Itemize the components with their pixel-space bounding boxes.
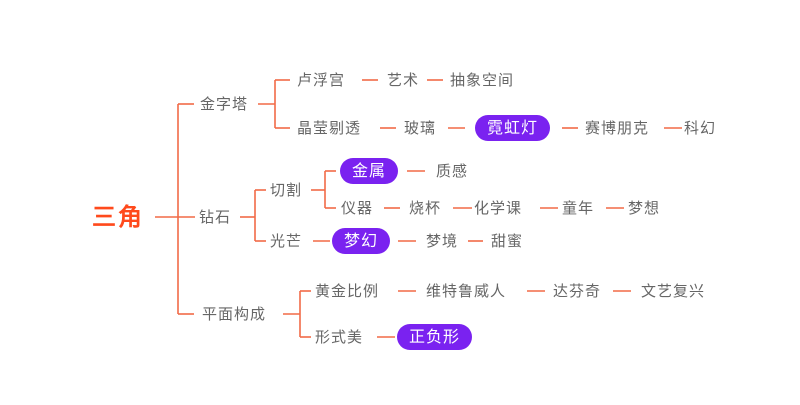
node-nihongdeng-highlight[interactable]: 霓虹灯 — [475, 115, 551, 141]
node-dafenqi[interactable]: 达芬奇 — [553, 282, 602, 300]
node-shaobei[interactable]: 烧杯 — [409, 199, 442, 217]
node-kehuan[interactable]: 科幻 — [684, 119, 717, 137]
node-zuanshi[interactable]: 钻石 — [199, 208, 232, 226]
node-guangmang[interactable]: 光芒 — [270, 232, 303, 250]
node-xingshimei[interactable]: 形式美 — [315, 328, 364, 346]
node-yiqi[interactable]: 仪器 — [341, 199, 374, 217]
node-zhengfuxing-highlight[interactable]: 正负形 — [397, 324, 473, 350]
node-tianmi[interactable]: 甜蜜 — [491, 232, 524, 250]
node-tongnian[interactable]: 童年 — [562, 199, 595, 217]
node-qiege[interactable]: 切割 — [270, 181, 303, 199]
node-yishu[interactable]: 艺术 — [387, 71, 420, 89]
root-node[interactable]: 三角 — [92, 203, 144, 231]
node-wenyifuxing[interactable]: 文艺复兴 — [641, 282, 706, 300]
node-saibopengke[interactable]: 赛博朋克 — [585, 119, 650, 137]
node-pingmiangoucheng[interactable]: 平面构成 — [202, 305, 267, 323]
node-weiteluweiren[interactable]: 维特鲁威人 — [426, 282, 507, 300]
node-huaxueke[interactable]: 化学课 — [474, 199, 523, 217]
node-mengxiang[interactable]: 梦想 — [628, 199, 661, 217]
node-jinshu-highlight[interactable]: 金属 — [340, 158, 399, 184]
node-mengjing[interactable]: 梦境 — [426, 232, 459, 250]
node-lufugong[interactable]: 卢浮宫 — [297, 71, 346, 89]
node-jinzita[interactable]: 金字塔 — [200, 95, 249, 113]
node-menghuan-highlight[interactable]: 梦幻 — [332, 228, 391, 254]
node-jingyingtitou[interactable]: 晶莹剔透 — [297, 119, 362, 137]
node-boli[interactable]: 玻璃 — [404, 119, 437, 137]
node-huangjinbili[interactable]: 黄金比例 — [315, 282, 380, 300]
node-chouxiangkongjian[interactable]: 抽象空间 — [450, 71, 515, 89]
node-zhigan[interactable]: 质感 — [436, 162, 469, 180]
